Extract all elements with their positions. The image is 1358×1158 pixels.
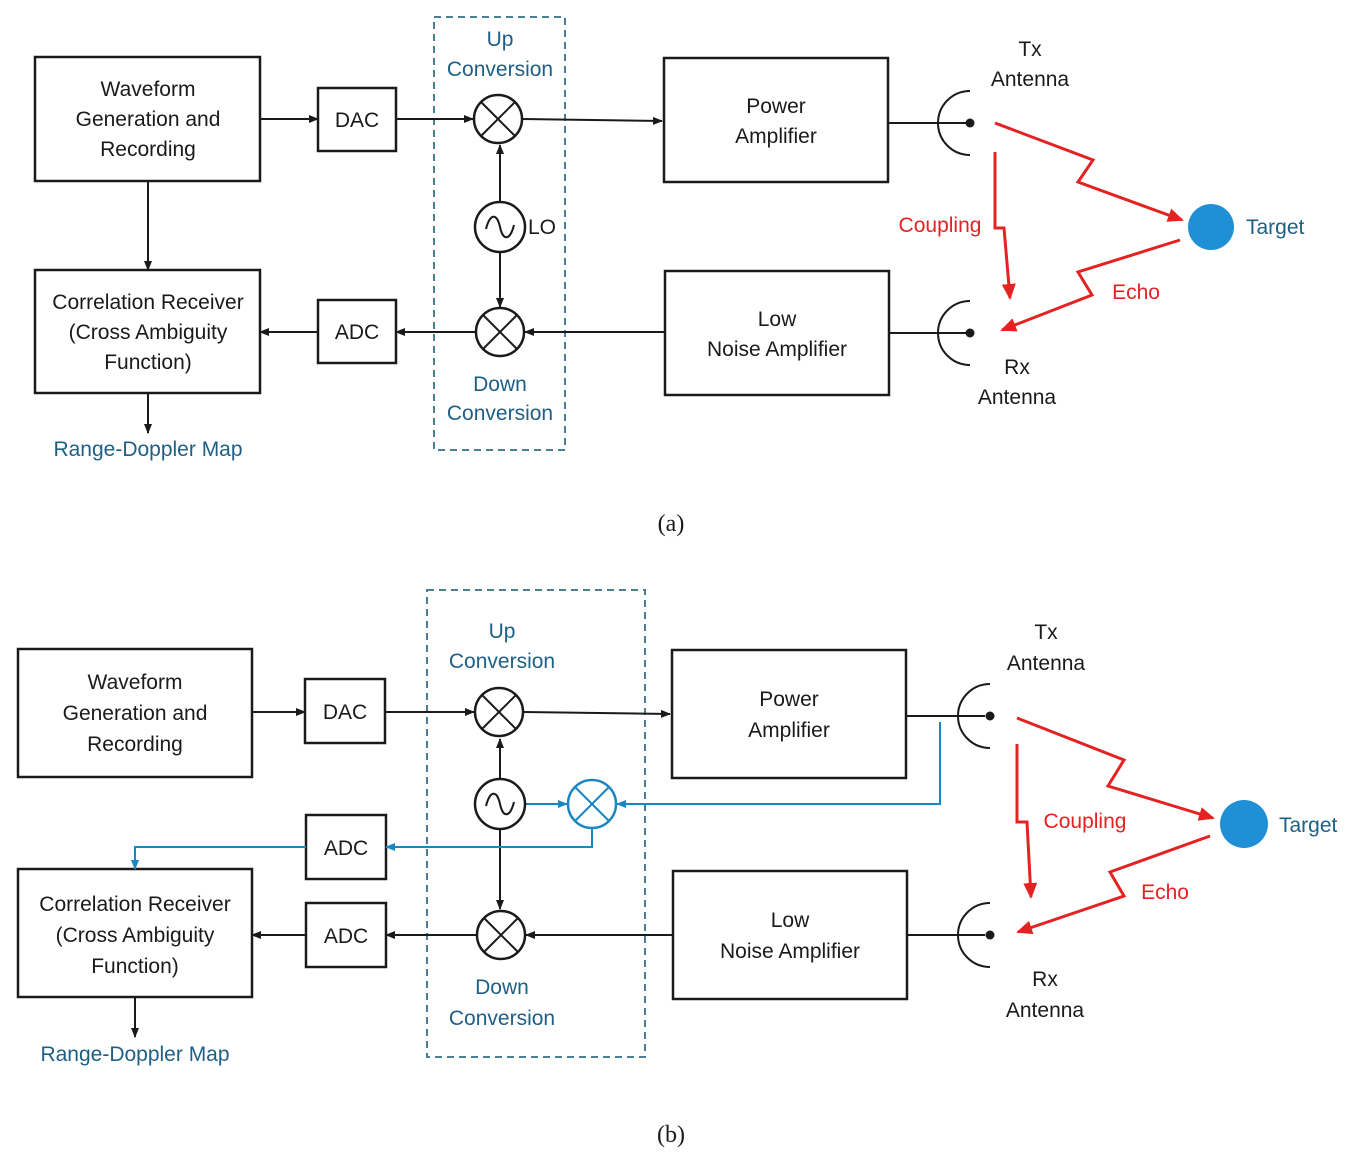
- correlation-receiver-box: Correlation Receiver (Cross Ambiguity Fu…: [33, 268, 262, 395]
- power-amp-label-line-2: Amplifier: [735, 125, 817, 148]
- up-conversion-label-line-1: Up: [489, 620, 516, 643]
- waveform-label-line-2: Generation and: [63, 702, 208, 725]
- conversion-dashed-frame: [433, 16, 566, 451]
- coupling-label: Coupling: [899, 214, 982, 237]
- lna-label-line-1: Low: [771, 909, 810, 932]
- transmit-path-arrow: [994, 121, 1184, 222]
- coupling-path-arrow: [1015, 744, 1038, 899]
- down-conversion-mixer-icon: [475, 909, 527, 961]
- down-conversion-label-line-1: Down: [475, 976, 529, 999]
- waveform-label-line-1: Waveform: [88, 671, 183, 694]
- power-amplifier-box: Power Amplifier: [662, 56, 890, 184]
- mixer-to-pa-wire: [523, 709, 671, 718]
- target-icon: [1220, 800, 1268, 848]
- waveform-label-line-3: Recording: [87, 733, 183, 756]
- reference-mixer-icon: [566, 778, 618, 830]
- waveform-generation-box: Waveform Generation and Recording: [33, 55, 262, 183]
- tx-antenna-icon: [937, 90, 975, 156]
- echo-path-arrow: [1016, 834, 1211, 935]
- waveform-generation-box: Waveform Generation and Recording: [16, 647, 254, 779]
- down-conversion-label-line-2: Conversion: [449, 1007, 555, 1030]
- waveform-label-line-3: Recording: [100, 138, 196, 161]
- lna-label-line-2: Noise Amplifier: [707, 338, 847, 361]
- correlation-label-line-1: Correlation Receiver: [52, 291, 243, 314]
- low-noise-amplifier-box: Low Noise Amplifier: [671, 869, 909, 1001]
- rx-label-line-2: Antenna: [1006, 999, 1085, 1022]
- rx-antenna-icon: [937, 300, 975, 366]
- up-conversion-mixer-icon: [472, 93, 524, 145]
- up-conversion-label-line-2: Conversion: [449, 650, 555, 673]
- correlation-label-line-3: Function): [91, 955, 179, 978]
- echo-path-arrow: [1000, 238, 1181, 332]
- dac-box: DAC: [316, 86, 398, 153]
- tx-label-line-2: Antenna: [1007, 652, 1086, 675]
- tx-antenna-icon: [957, 683, 995, 749]
- adc-label: ADC: [324, 925, 368, 948]
- diagram-b: Waveform Generation and Recording DAC AD…: [16, 589, 1338, 1148]
- lo-label: LO: [528, 216, 556, 239]
- power-amp-label-line-2: Amplifier: [748, 719, 830, 742]
- adc-box: ADC: [304, 901, 388, 969]
- correlation-label-line-2: (Cross Ambiguity: [69, 321, 228, 344]
- correlation-receiver-box: Correlation Receiver (Cross Ambiguity Fu…: [16, 867, 254, 999]
- down-conversion-label-line-2: Conversion: [447, 402, 553, 425]
- coupling-path-arrow: [993, 152, 1016, 300]
- down-conversion-label-line-1: Down: [473, 373, 527, 396]
- target-label: Target: [1246, 216, 1305, 239]
- rx-label-line-1: Rx: [1032, 968, 1058, 991]
- tx-label-line-2: Antenna: [991, 68, 1070, 91]
- tx-label-line-1: Tx: [1034, 621, 1058, 644]
- dac-box: DAC: [303, 677, 387, 745]
- echo-label: Echo: [1141, 881, 1189, 904]
- target-label: Target: [1279, 814, 1338, 837]
- dac-label: DAC: [335, 109, 379, 132]
- power-amp-label-line-1: Power: [759, 688, 819, 711]
- coupling-label: Coupling: [1044, 810, 1127, 833]
- local-oscillator-icon: [473, 200, 527, 254]
- down-conversion-mixer-icon: [474, 306, 526, 358]
- low-noise-amplifier-box: Low Noise Amplifier: [663, 269, 891, 397]
- lna-label-line-1: Low: [758, 308, 797, 331]
- up-conversion-label-line-2: Conversion: [447, 58, 553, 81]
- reference-tap-wire: [616, 722, 941, 808]
- caption-b: (b): [657, 1122, 685, 1148]
- waveform-label-line-1: Waveform: [101, 78, 196, 101]
- mixer-to-pa-wire: [521, 116, 663, 125]
- rx-antenna-icon: [957, 902, 995, 968]
- power-amplifier-box: Power Amplifier: [670, 648, 908, 780]
- tx-label-line-1: Tx: [1018, 38, 1042, 61]
- conversion-dashed-frame: [426, 589, 646, 1058]
- adc-label: ADC: [335, 321, 379, 344]
- dac-label: DAC: [323, 701, 367, 724]
- up-conversion-mixer-icon: [473, 686, 525, 738]
- caption-a: (a): [658, 511, 685, 537]
- waveform-label-line-2: Generation and: [76, 108, 221, 131]
- reference-adc-box: ADC: [304, 813, 388, 881]
- power-amp-label-line-1: Power: [746, 95, 806, 118]
- range-doppler-map-label: Range-Doppler Map: [40, 1043, 229, 1066]
- range-doppler-map-label: Range-Doppler Map: [53, 438, 242, 461]
- transmit-path-arrow: [1016, 716, 1215, 821]
- local-oscillator-icon: [473, 777, 527, 831]
- rx-label-line-1: Rx: [1004, 356, 1030, 379]
- diagram-a: Waveform Generation and Recording DAC AD…: [33, 16, 1305, 537]
- reference-adc-label: ADC: [324, 837, 368, 860]
- lna-label-line-2: Noise Amplifier: [720, 940, 860, 963]
- echo-label: Echo: [1112, 281, 1160, 304]
- adc-box: ADC: [316, 298, 398, 365]
- reference-mixer-to-adc-wire: [385, 828, 593, 851]
- target-icon: [1188, 204, 1234, 250]
- correlation-label-line-3: Function): [104, 351, 192, 374]
- rx-label-line-2: Antenna: [978, 386, 1057, 409]
- correlation-label-line-2: (Cross Ambiguity: [56, 924, 215, 947]
- up-conversion-label-line-1: Up: [487, 28, 514, 51]
- correlation-label-line-1: Correlation Receiver: [39, 893, 230, 916]
- reference-adc-to-correlation-wire: [131, 846, 306, 870]
